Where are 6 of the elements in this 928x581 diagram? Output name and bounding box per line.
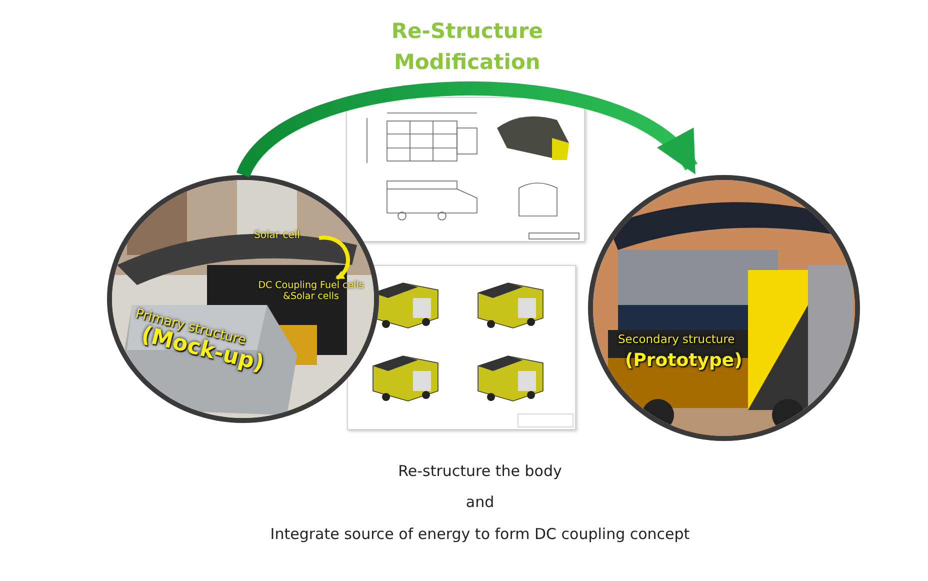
arrow <box>237 82 697 179</box>
caption-text: Re-structure the body <box>397 462 563 480</box>
caption-text: and <box>464 493 496 511</box>
photo-caption: Secondary structure <box>618 332 735 346</box>
caption-text: Integrate source of energy to form DC coupling concept <box>269 525 691 543</box>
arrow <box>318 236 350 280</box>
